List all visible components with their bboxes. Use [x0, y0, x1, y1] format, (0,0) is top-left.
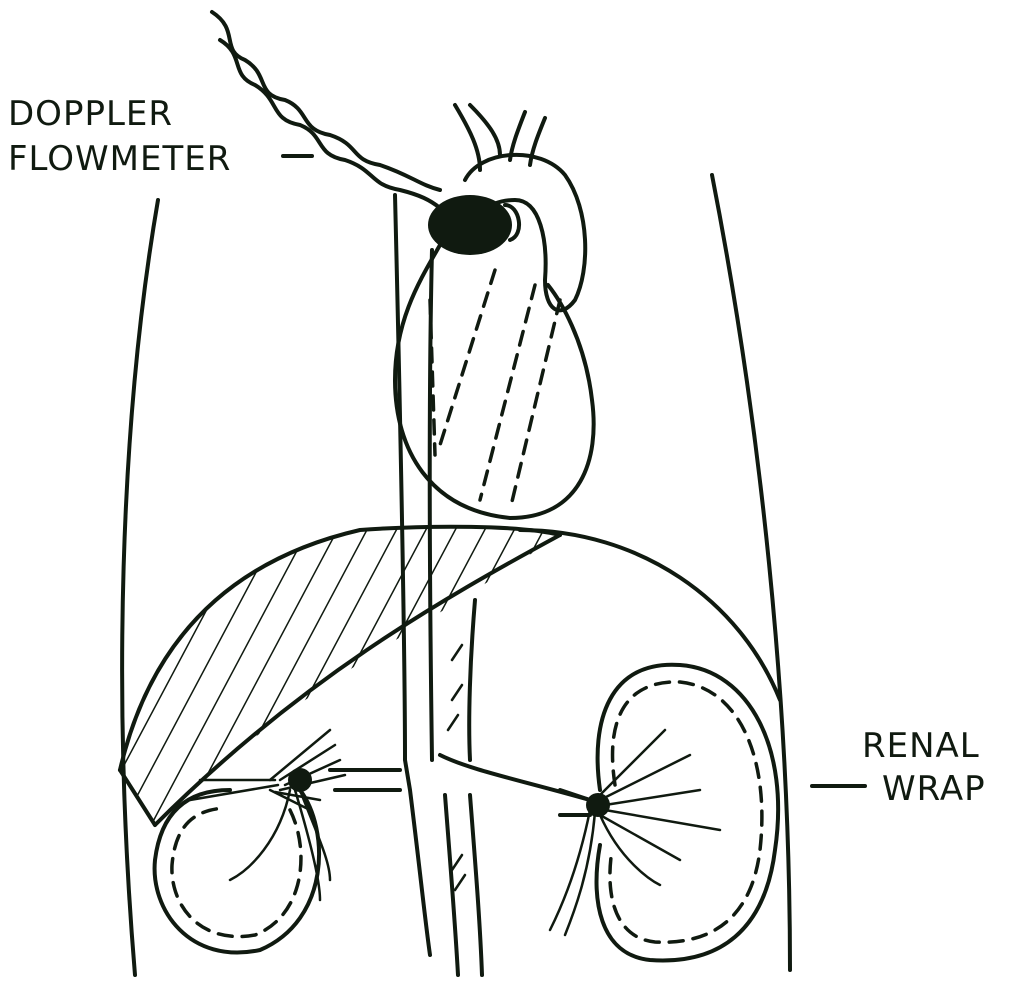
heart-inner-dashed-2 — [440, 270, 495, 445]
doppler-label-line2: FLOWMETER — [8, 139, 231, 179]
right-kidney — [550, 665, 778, 961]
left-renal-knot — [288, 768, 312, 792]
heart-inner-dashed-3 — [480, 285, 535, 500]
renal-label-line2: WRAP — [882, 769, 986, 809]
doppler-label-line1: DOPPLER — [8, 94, 173, 134]
body-outline-left — [122, 200, 158, 975]
aorta — [440, 600, 590, 975]
heart — [395, 245, 594, 518]
renal-label-line1: RENAL — [862, 726, 980, 766]
flowmeter-cable — [212, 12, 440, 190]
stomach — [520, 530, 780, 700]
heart-inner-dashed-4 — [510, 300, 560, 510]
right-renal-wrap-ties — [550, 730, 720, 935]
body-outline-right — [712, 175, 790, 970]
flowmeter-probe — [428, 195, 512, 255]
